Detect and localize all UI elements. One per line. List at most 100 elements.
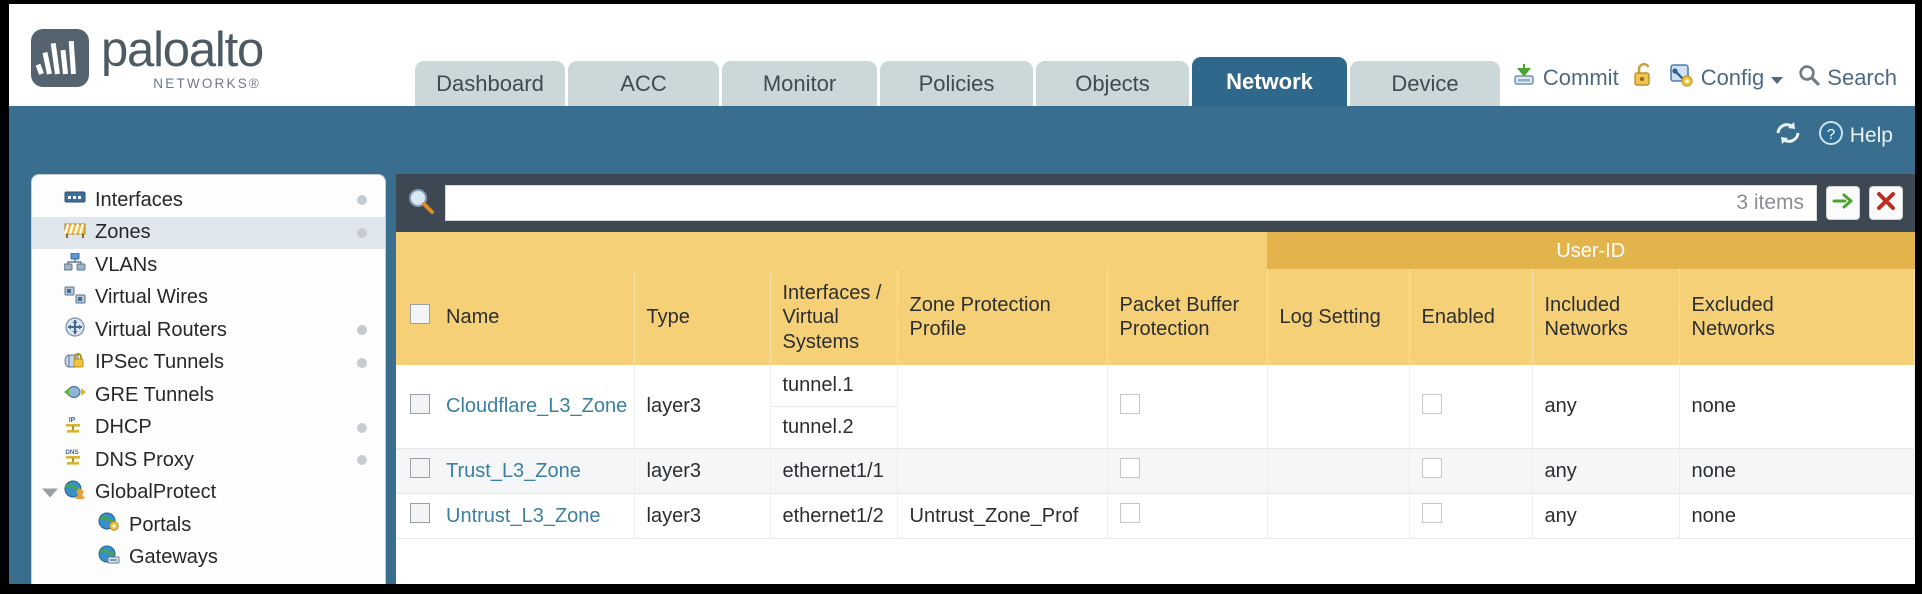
sidebar-item-dhcp[interactable]: IP DHCP <box>32 412 385 445</box>
table-body: Cloudflare_L3_Zone layer3 tunnel.1 tunne… <box>396 365 1915 540</box>
sidebar-item-globalprotect[interactable]: GlobalProtect <box>32 477 385 510</box>
zone-name-link[interactable]: Cloudflare_L3_Zone <box>446 395 628 418</box>
config-label: Config <box>1700 65 1765 90</box>
cell-name[interactable]: Cloudflare_L3_Zone <box>434 365 635 450</box>
apply-filter-button[interactable] <box>1826 186 1860 220</box>
row-select-checkbox[interactable] <box>410 393 430 414</box>
cell-userid-enabled[interactable] <box>1409 493 1533 540</box>
cell-packet-buffer[interactable] <box>1107 493 1268 540</box>
col-userid-enabled[interactable]: Enabled <box>1409 269 1533 366</box>
brand-logo[interactable]: paloalto NETWORKS® <box>31 22 264 91</box>
row-select-cell[interactable] <box>396 493 434 540</box>
search-magnifier-icon <box>1797 63 1821 93</box>
sidebar-item-gre-tunnels[interactable]: GRE Tunnels <box>32 379 385 412</box>
col-zone-protection-line2: Profile <box>909 318 967 341</box>
sidebar-item-portals[interactable]: Portals <box>32 509 385 542</box>
col-interfaces[interactable]: Interfaces / Virtual Systems <box>770 269 898 366</box>
tab-policies[interactable]: Policies <box>880 61 1033 106</box>
col-zone-protection[interactable]: Zone Protection Profile <box>897 269 1108 366</box>
tab-network[interactable]: Network <box>1192 57 1347 106</box>
cell-userid-enabled[interactable] <box>1409 365 1533 450</box>
search-input[interactable]: 3 items <box>445 185 1817 221</box>
config-menu[interactable]: Config <box>1669 62 1785 94</box>
sidebar-item-ipsec-tunnels[interactable]: IPSec Tunnels <box>32 347 385 380</box>
sidebar-item-gateways[interactable]: Gateways <box>32 542 385 575</box>
userid-enabled-checkbox[interactable] <box>1421 393 1442 414</box>
cell-packet-buffer[interactable] <box>1107 365 1268 450</box>
svg-text:?: ? <box>1827 126 1835 143</box>
userid-enabled-checkbox[interactable] <box>1421 458 1442 479</box>
table-row[interactable]: Trust_L3_Zone layer3 ethernet1/1 any <box>396 448 1915 495</box>
col-log-setting[interactable]: Log Setting <box>1267 269 1410 366</box>
col-included-networks[interactable]: Included Networks <box>1532 269 1680 366</box>
content-panel: 3 items <box>396 174 1915 584</box>
col-name[interactable]: Name <box>434 269 635 366</box>
row-select-cell[interactable] <box>396 448 434 495</box>
col-packet-buffer-line1: Packet Buffer <box>1119 294 1240 316</box>
search-button[interactable]: Search <box>1797 63 1897 93</box>
brand-name: paloalto <box>101 22 264 77</box>
cell-log-setting <box>1267 493 1410 540</box>
cell-packet-buffer[interactable] <box>1107 448 1268 495</box>
clear-filter-button[interactable] <box>1869 186 1903 220</box>
paloalto-logo-icon <box>31 28 89 87</box>
packet-buffer-checkbox[interactable] <box>1119 503 1140 524</box>
col-packet-buffer-line2: Protection <box>1119 318 1210 341</box>
tab-device[interactable]: Device <box>1350 61 1500 106</box>
help-button[interactable]: ? Help <box>1818 120 1893 152</box>
packet-buffer-checkbox[interactable] <box>1119 458 1140 479</box>
refresh-button[interactable] <box>1774 120 1802 152</box>
group-header-spacer <box>396 232 1267 270</box>
zone-name-link[interactable]: Untrust_L3_Zone <box>446 504 601 527</box>
row-select-cell[interactable] <box>396 365 434 450</box>
sidebar-item-zones[interactable]: Zones <box>32 216 385 249</box>
search-label: Search <box>1827 65 1897 90</box>
gateways-icon <box>98 545 120 571</box>
userid-enabled-checkbox[interactable] <box>1421 503 1442 524</box>
sidebar-item-vlans[interactable]: VLANs <box>32 249 385 282</box>
interface-item: tunnel.1 <box>770 365 897 408</box>
select-all-header[interactable] <box>396 269 434 366</box>
cell-excluded-networks: none <box>1679 448 1915 495</box>
row-select-checkbox[interactable] <box>410 503 430 524</box>
cell-userid-enabled[interactable] <box>1409 448 1533 495</box>
col-excluded-networks[interactable]: Excluded Networks <box>1679 269 1915 366</box>
column-header-row: Name Type Interfaces / Virtual Systems Z… <box>396 269 1915 366</box>
select-all-checkbox[interactable] <box>410 304 430 325</box>
tab-dashboard[interactable]: Dashboard <box>415 61 565 106</box>
sidebar-item-dns-proxy[interactable]: DNS DNS Proxy <box>32 444 385 477</box>
cell-name[interactable]: Trust_L3_Zone <box>434 448 635 495</box>
main-tabs: Dashboard ACC Monitor Policies Objects N… <box>415 57 1500 106</box>
chevron-down-icon <box>1770 65 1784 91</box>
svg-text:IP: IP <box>69 417 76 424</box>
sidebar-item-virtual-wires[interactable]: Virtual Wires <box>32 282 385 315</box>
tab-monitor[interactable]: Monitor <box>722 61 877 106</box>
table-row[interactable]: Cloudflare_L3_Zone layer3 tunnel.1 tunne… <box>396 365 1915 450</box>
col-excluded-line1: Excluded <box>1691 294 1774 316</box>
dhcp-icon: IP <box>64 415 86 441</box>
sidebar-item-label: Virtual Routers <box>95 318 227 341</box>
group-header-row: User-ID <box>396 232 1915 270</box>
help-question-icon: ? <box>1818 120 1844 152</box>
virtual-routers-icon <box>64 317 86 343</box>
context-toolbar: ? Help <box>9 106 1915 174</box>
app-header: paloalto NETWORKS® Dashboard ACC Monitor… <box>9 4 1915 106</box>
col-type[interactable]: Type <box>634 269 771 366</box>
commit-button[interactable]: Commit <box>1511 62 1619 94</box>
sidebar-item-label: Virtual Wires <box>95 286 208 309</box>
cell-name[interactable]: Untrust_L3_Zone <box>434 493 635 540</box>
sidebar-item-virtual-routers[interactable]: Virtual Routers <box>32 314 385 347</box>
cell-interfaces: ethernet1/2 <box>770 493 898 540</box>
tab-acc[interactable]: ACC <box>568 61 719 106</box>
packet-buffer-checkbox[interactable] <box>1119 393 1140 414</box>
table-row[interactable]: Untrust_L3_Zone layer3 ethernet1/2 Untru… <box>396 493 1915 540</box>
sidebar-item-interfaces[interactable]: Interfaces <box>32 184 385 217</box>
zone-name-link[interactable]: Trust_L3_Zone <box>446 459 581 482</box>
expand-caret-icon[interactable] <box>42 488 58 498</box>
gre-tunnels-icon <box>64 383 86 407</box>
sidebar-item-dot <box>357 227 367 238</box>
col-packet-buffer[interactable]: Packet Buffer Protection <box>1107 269 1268 366</box>
tab-objects[interactable]: Objects <box>1036 61 1189 106</box>
row-select-checkbox[interactable] <box>410 458 430 479</box>
lock-button[interactable] <box>1632 62 1656 94</box>
